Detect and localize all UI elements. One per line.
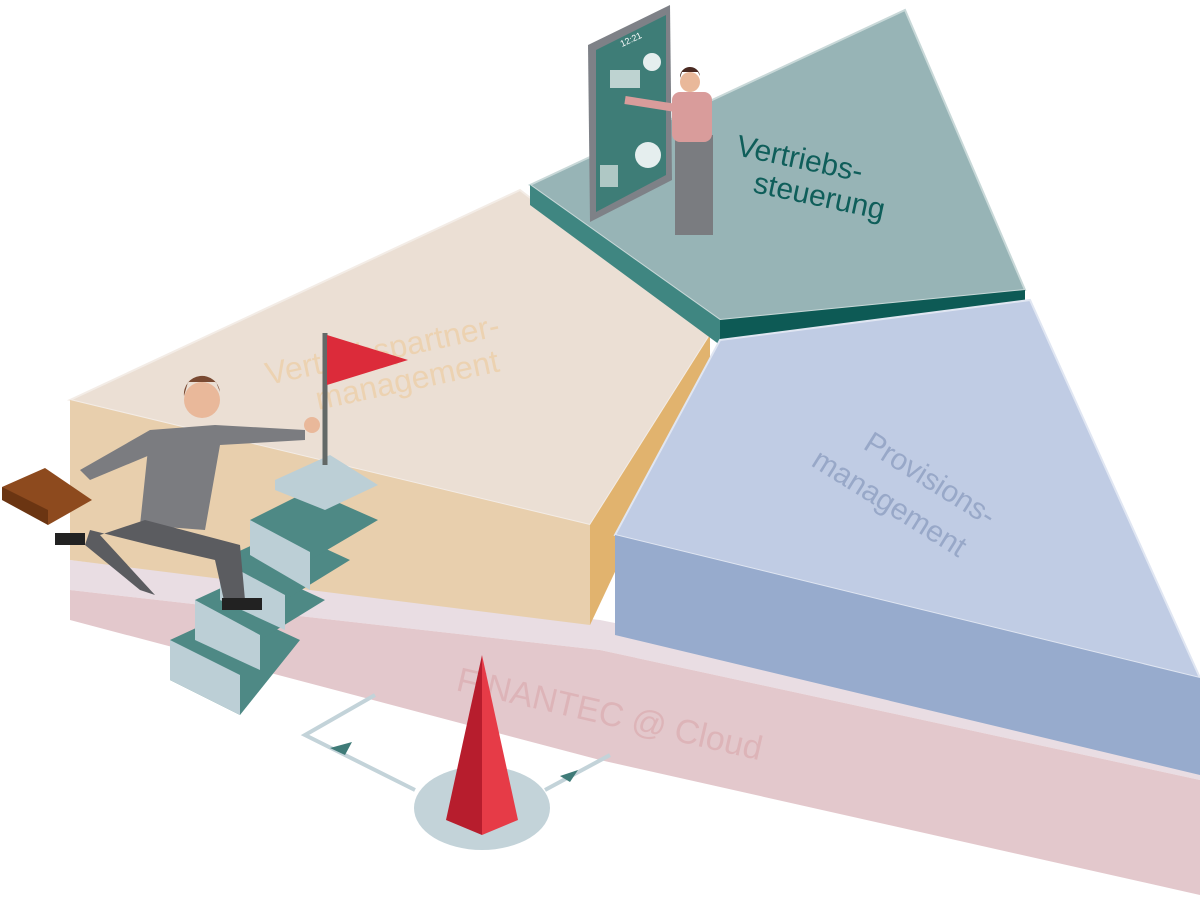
text-lines-icon	[600, 165, 618, 187]
location-marker	[300, 655, 611, 850]
goal-flag	[322, 333, 408, 465]
briefcase-icon	[2, 468, 92, 525]
segment-vertriebssteuerung[interactable]: Vertriebs- steuerung	[528, 8, 1027, 345]
segment-provisionsmanagement[interactable]: Provisions- management	[613, 298, 1200, 775]
businessman-running	[55, 375, 320, 610]
businessman-presenting	[624, 66, 713, 235]
pie-chart-icon	[635, 142, 661, 168]
pie-chart-icon	[643, 53, 661, 71]
bar-chart-icon	[610, 70, 640, 88]
smartphone-dashboard: 12:21	[588, 5, 672, 222]
